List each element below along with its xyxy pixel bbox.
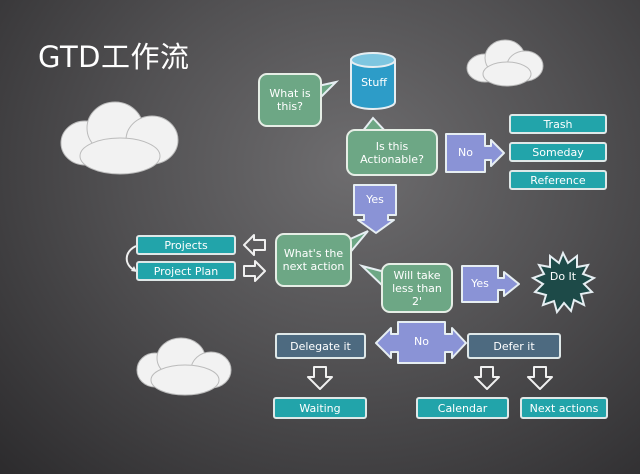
reference-box: Reference	[509, 170, 607, 190]
next-actions-box: Next actions	[520, 397, 608, 419]
stuff-label: Stuff	[361, 76, 387, 89]
next-action-bubble: What's the next action	[275, 233, 352, 287]
cloud-icon	[136, 337, 232, 396]
projects-box: Projects	[136, 235, 236, 255]
no-label: No	[414, 335, 429, 348]
cloud-icon	[466, 39, 544, 87]
slide-title: GTD工作流	[38, 40, 190, 74]
loop-arrow-icon	[125, 245, 137, 271]
what-is-this-bubble: What is this?	[258, 73, 322, 127]
waiting-box: Waiting	[273, 397, 367, 419]
no-label: No	[458, 146, 473, 159]
left-arrow-icon	[243, 234, 266, 256]
down-arrow-icon	[474, 366, 500, 390]
down-arrow-icon	[527, 366, 553, 390]
no-double-arrow	[375, 321, 467, 364]
no-right-arrow	[445, 133, 505, 173]
trash-box: Trash	[509, 114, 607, 134]
project-plan-box: Project Plan	[136, 261, 236, 281]
down-arrow-icon	[307, 366, 333, 390]
yes-right-arrow	[461, 265, 520, 303]
calendar-box: Calendar	[416, 397, 509, 419]
cloud-icon	[60, 101, 179, 175]
someday-box: Someday	[509, 142, 607, 162]
right-arrow-icon	[243, 260, 266, 282]
do-it-star	[530, 250, 597, 315]
defer-box: Defer it	[467, 333, 561, 359]
yes-down-arrow	[353, 184, 397, 234]
yes-label: Yes	[366, 193, 384, 206]
do-it-label: Do It	[549, 270, 577, 283]
is-actionable-bubble: Is this Actionable?	[346, 129, 438, 176]
stuff-cylinder-icon	[350, 52, 396, 110]
yes-label: Yes	[471, 277, 489, 290]
less-than-2-bubble: Will take less than 2'	[381, 263, 453, 313]
delegate-box: Delegate it	[275, 333, 366, 359]
